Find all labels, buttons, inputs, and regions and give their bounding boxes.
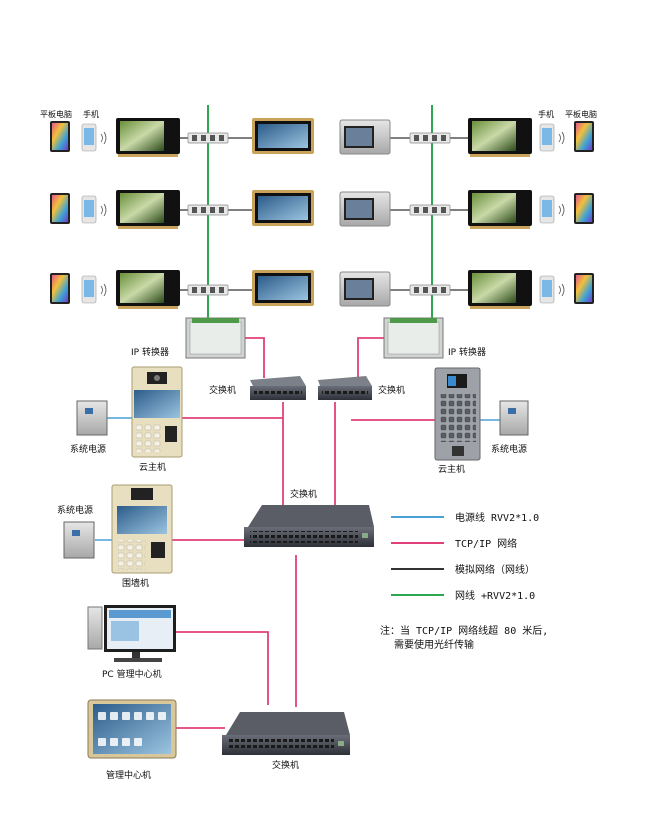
- splitter-right-2: [409, 204, 451, 216]
- legend-label-1: 电源线 RVV2*1.0: [455, 511, 539, 524]
- indoor-monitor-left-2: [116, 190, 180, 229]
- wall-unit: [111, 484, 173, 574]
- ip-converter-right-label: IP 转换器: [448, 346, 486, 358]
- power-lines: [95, 417, 500, 541]
- tablet-left-3: [50, 273, 70, 304]
- switch-left-label: 交换机: [209, 384, 236, 396]
- tablet-right-2: [574, 193, 594, 224]
- bottom-switch: [222, 712, 350, 755]
- indoor-monitor-right-2: [339, 191, 391, 227]
- note-line-1: 注：当 TCP/IP 网络线超 80 米后,: [380, 624, 548, 637]
- phone-right-2: [539, 195, 565, 224]
- power-supply-left-label: 系统电源: [70, 443, 106, 455]
- phone-left-label: 手机: [83, 109, 99, 119]
- power-supply-right: [499, 400, 529, 436]
- pc-center-label: PC 管理中心机: [102, 668, 162, 680]
- tablet-left-2: [50, 193, 70, 224]
- indoor-monitor-left2-2: [252, 190, 314, 226]
- cloud-host-left-label: 云主机: [139, 461, 166, 473]
- indoor-monitor-left2-1: [252, 118, 314, 154]
- indoor-monitor-right2-1: [468, 118, 532, 157]
- tablet-right-label: 平板电脑: [565, 109, 597, 119]
- legend-label-2: TCP/IP 网络: [455, 537, 517, 550]
- legend-label-3: 模拟网络（网线）: [455, 563, 535, 576]
- phone-right-label: 手机: [538, 109, 554, 119]
- indoor-monitor-right-1: [339, 119, 391, 155]
- central-switch: [244, 505, 374, 547]
- indoor-monitor-right-3: [339, 271, 391, 307]
- tablet-right-1: [574, 121, 594, 152]
- phone-left-1: [81, 123, 107, 152]
- indoor-monitor-right2-2: [468, 190, 532, 229]
- splitter-right-1: [409, 132, 451, 144]
- power-supply-wall-label: 系统电源: [57, 504, 93, 516]
- splitter-right-3: [409, 284, 451, 296]
- phone-left-3: [81, 275, 107, 304]
- small-switch-left: [250, 376, 306, 400]
- indoor-monitor-left-3: [116, 270, 180, 309]
- bottom-switch-label: 交换机: [272, 759, 299, 771]
- splitter-left-3: [187, 284, 229, 296]
- small-switch-right: [318, 376, 372, 400]
- switch-right-label: 交换机: [378, 384, 405, 396]
- splitter-left-1: [187, 132, 229, 144]
- splitter-left-2: [187, 204, 229, 216]
- phone-right-1: [539, 123, 565, 152]
- note-line-2: 需要使用光纤传输: [394, 638, 474, 651]
- tablet-left-label: 平板电脑: [40, 109, 72, 119]
- power-supply-wall: [63, 521, 95, 559]
- pc-management-center: [87, 605, 176, 662]
- mgmt-center-label: 管理中心机: [106, 769, 151, 781]
- indoor-monitor-left-1: [116, 118, 180, 157]
- ip-converter-left-label: IP 转换器: [131, 346, 169, 358]
- tablet-left-1: [50, 121, 70, 152]
- ip-converter-right: [383, 317, 444, 359]
- cloud-host-left: [131, 366, 183, 458]
- phone-right-3: [539, 275, 565, 304]
- indoor-monitor-left2-3: [252, 270, 314, 306]
- tcpip-lines: [165, 337, 435, 729]
- cloud-host-right-label: 云主机: [438, 463, 465, 475]
- tablet-right-3: [574, 273, 594, 304]
- power-supply-left: [76, 400, 108, 436]
- power-supply-right-label: 系统电源: [491, 443, 527, 455]
- cloud-host-right: [434, 367, 481, 461]
- wall-unit-label: 围墙机: [122, 577, 149, 589]
- indoor-monitor-right2-3: [468, 270, 532, 309]
- central-switch-label: 交换机: [290, 488, 317, 500]
- legend-label-4: 网线 +RVV2*1.0: [455, 589, 535, 602]
- phone-left-2: [81, 195, 107, 224]
- management-center: [87, 699, 177, 759]
- ip-converter-left: [185, 317, 246, 359]
